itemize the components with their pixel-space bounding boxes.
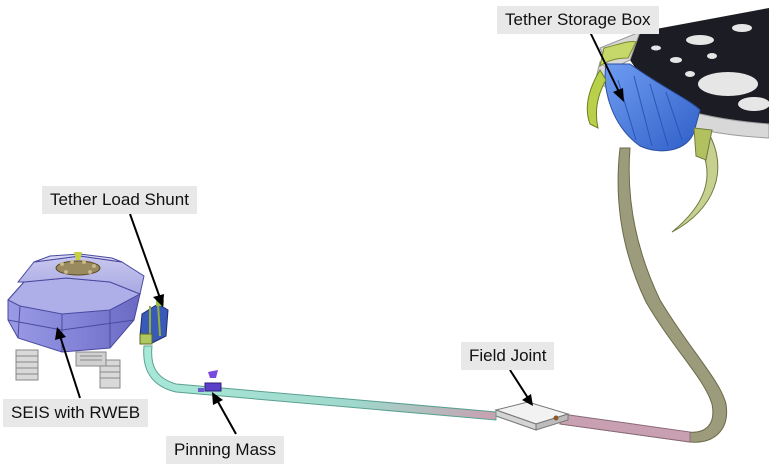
tether-load-shunt-label: Tether Load Shunt <box>42 186 197 214</box>
tether-load-shunt <box>139 300 169 345</box>
field-joint <box>486 401 570 431</box>
arrow-storage-box <box>589 31 624 102</box>
tether-hanging-segment <box>559 147 728 443</box>
seis-instrument <box>7 252 145 389</box>
arrow-field-joint <box>509 369 533 406</box>
tether-storage-box-label: Tether Storage Box <box>497 6 659 34</box>
arrow-pinning-mass <box>212 392 237 435</box>
seis-feet <box>15 349 121 389</box>
tether-ground-segment <box>143 345 497 421</box>
pinning-mass <box>198 370 222 392</box>
arrow-load-shunt <box>129 213 164 307</box>
tether-storage-box <box>586 41 719 233</box>
arrow-seis <box>55 327 81 399</box>
seis-with-rweb-label: SEIS with RWEB <box>3 399 149 427</box>
pointer-arrows <box>55 31 624 435</box>
field-joint-label: Field Joint <box>461 342 555 370</box>
pinning-mass-label: Pinning Mass <box>166 436 285 464</box>
